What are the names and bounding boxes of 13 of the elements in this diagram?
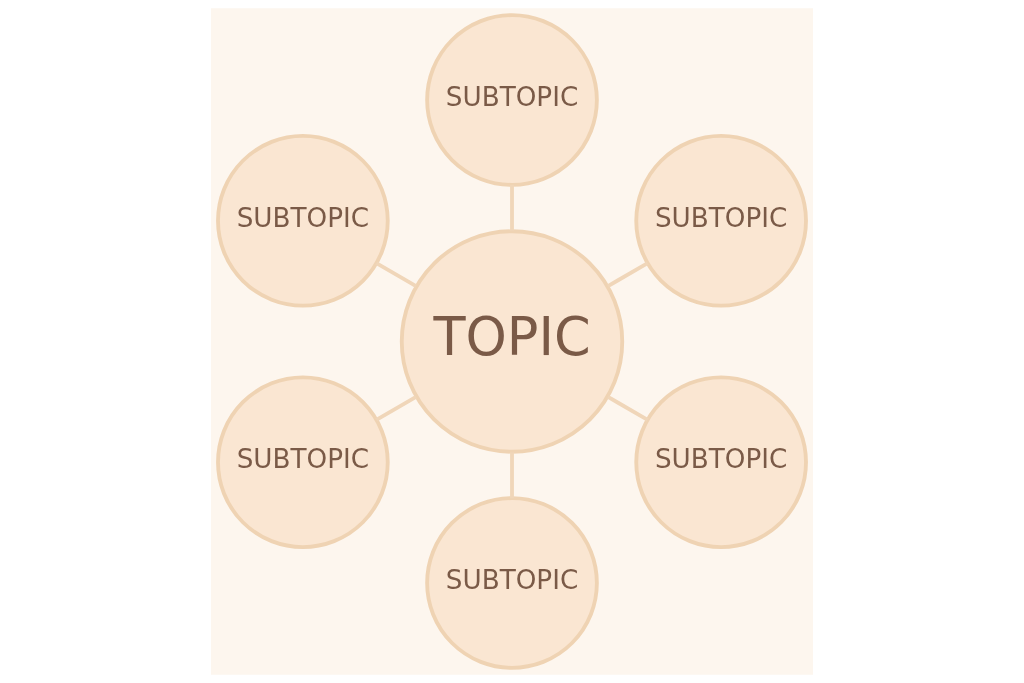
node-circle: SUBTOPIC — [216, 375, 390, 550]
connector — [510, 184, 514, 231]
node-circle: TOPIC — [399, 229, 625, 454]
connector — [607, 261, 649, 288]
node-circle: SUBTOPIC — [216, 133, 390, 308]
node-circle: SUBTOPIC — [425, 13, 599, 187]
connector — [375, 395, 417, 422]
node-circle: SUBTOPIC — [634, 133, 808, 308]
connector — [510, 452, 514, 499]
connector — [607, 395, 649, 422]
node-circle: SUBTOPIC — [425, 496, 599, 670]
connector — [375, 261, 417, 288]
node-circle: SUBTOPIC — [634, 375, 808, 550]
